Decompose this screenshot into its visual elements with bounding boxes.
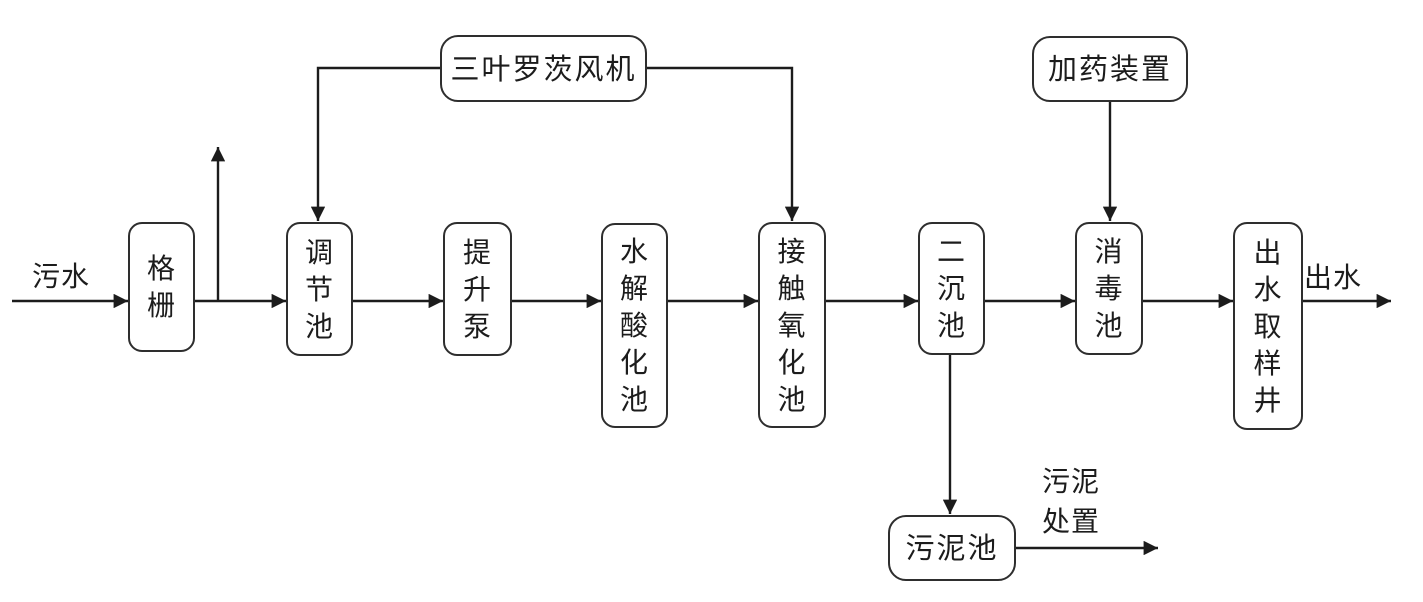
node-contact-oxidation-tank: 接 触 氧 化 池 <box>758 222 826 428</box>
node-dosing-device: 加药装置 <box>1032 36 1188 102</box>
node-disinfection-tank: 消 毒 池 <box>1075 222 1143 355</box>
node-regulating-tank-label: 调 节 池 <box>304 235 334 343</box>
node-roots-blower-label: 三叶罗茨风机 <box>450 51 637 86</box>
sludge-disposal-label: 污泥 处置 <box>1041 465 1100 538</box>
node-hydrolysis-acidification-tank: 水 解 酸 化 池 <box>601 223 668 428</box>
node-lift-pump-label: 提 升 泵 <box>462 235 492 343</box>
connector-blower-to-regulating-tank <box>310 66 440 221</box>
node-effluent-sampling-well-label: 出 水 取 样 井 <box>1253 235 1283 417</box>
node-grate-label: 格 栅 <box>146 252 176 322</box>
node-regulating-tank: 调 节 池 <box>286 222 353 356</box>
node-grate: 格 栅 <box>128 222 195 352</box>
node-dosing-device-label: 加药装置 <box>1047 52 1172 86</box>
influent-label: 污水 <box>31 260 90 293</box>
effluent-label: 出水 <box>1303 261 1362 294</box>
node-contact-oxidation-tank-label: 接 触 氧 化 池 <box>777 234 807 416</box>
node-lift-pump: 提 升 泵 <box>443 222 512 356</box>
node-secondary-sedimentation-tank-label: 二 沉 池 <box>936 235 966 342</box>
node-secondary-sedimentation-tank: 二 沉 池 <box>918 222 985 355</box>
node-roots-blower: 三叶罗茨风机 <box>440 35 647 102</box>
node-hydrolysis-acidification-tank-label: 水 解 酸 化 池 <box>619 235 649 416</box>
node-sludge-tank-label: 污泥池 <box>905 531 999 565</box>
node-disinfection-tank-label: 消 毒 池 <box>1094 235 1124 342</box>
node-sludge-tank: 污泥池 <box>888 515 1016 581</box>
node-effluent-sampling-well: 出 水 取 样 井 <box>1233 222 1303 430</box>
connector-blower-to-contact-oxidation <box>647 66 800 221</box>
